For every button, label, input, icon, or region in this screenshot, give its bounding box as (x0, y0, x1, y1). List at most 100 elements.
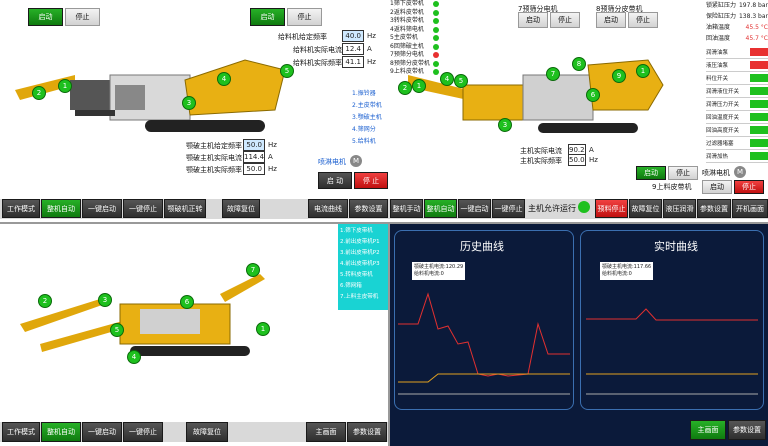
param-settings-button-4[interactable]: 参数设置 (728, 420, 766, 440)
param-label: 锁紧缸压力 (706, 2, 737, 9)
feed-set-input[interactable]: 40.0 (342, 30, 364, 42)
one-key-start-button-2[interactable]: 一键启动 (458, 199, 491, 218)
history-tooltip: 颚破主机电流:120.29 给料机电流:0 (412, 262, 466, 280)
conveyor-item: 8预筛分皮带机 (390, 59, 430, 67)
feed-set-unit: Hz (367, 32, 376, 40)
status-indicator (750, 139, 768, 147)
conveyor-status-dot (433, 52, 439, 58)
cone-crusher-machine-image (408, 59, 664, 133)
feed-freq-label: 给料机实际频率 (293, 59, 342, 67)
status-label: 润滑加热 (706, 154, 729, 160)
jaw-forward-button[interactable]: 颚破机正转 (164, 199, 206, 218)
one-key-start-button-3[interactable]: 一键启动 (82, 422, 122, 442)
pre-belt-stop-button[interactable]: 停止 (628, 12, 658, 28)
auto-button[interactable]: 整机自动 (41, 199, 81, 218)
status-label: 润滑压力开关 (706, 102, 740, 108)
conveyor-item: 1筛下皮带机 (390, 0, 424, 7)
feed-freq-value: 41.1 (342, 56, 364, 68)
one-key-stop-button-3[interactable]: 一键停止 (123, 422, 163, 442)
jaw-set-input[interactable]: 50.0 (243, 139, 265, 151)
pre-motor-stop-button[interactable]: 停止 (550, 12, 580, 28)
tooltip-line: 给料机电流:0 (414, 271, 444, 277)
crusher-stop-button[interactable]: 停止 (65, 8, 100, 26)
conveyor-status-dot (433, 69, 439, 75)
marker-5: 5 (110, 323, 124, 337)
status-row: 润滑加热 (706, 150, 768, 163)
screen-plant-panel: 1.筛下皮带机 2.前出皮带机P1 3.前出皮带机P2 4.前出皮带机P3 5.… (0, 224, 388, 446)
jaw-set-unit: Hz (268, 141, 277, 149)
fault-reset-button-3[interactable]: 故障复位 (186, 422, 228, 442)
feeder-start-button[interactable]: 启动 (250, 8, 285, 26)
marker-1: 1 (412, 79, 426, 93)
one-key-stop-button-2[interactable]: 一键停止 (492, 199, 525, 218)
param-value: 197.8 bar (738, 2, 768, 9)
current-curve-button[interactable]: 电流曲线 (308, 199, 348, 218)
conveyor-item: 6回筛破主机 (390, 42, 424, 50)
conveyor-item: 3转料皮带机 (390, 17, 424, 24)
conveyor-status-dot (433, 60, 439, 67)
status-indicator (750, 152, 768, 160)
belt9-stop-button[interactable]: 停止 (668, 166, 698, 180)
legend-item: 3.颚破主机 (352, 114, 382, 121)
legend-item: 5.给料机 (352, 138, 376, 145)
spray-stop-button[interactable]: 停 止 (354, 172, 388, 189)
tooltip-line: 颚破主机电流:117.66 (602, 264, 652, 270)
spray-start-button[interactable]: 启 动 (318, 172, 352, 189)
marker-4: 4 (440, 72, 454, 86)
param-settings-button-3[interactable]: 参数设置 (347, 422, 387, 442)
history-title: 历史曲线 (460, 240, 504, 253)
param-settings-button[interactable]: 参数设置 (349, 199, 388, 218)
status-row: 润滑油泵 (706, 46, 768, 59)
jaw-cur-label: 颚破主机实际电流 (186, 154, 242, 162)
auto-button-3[interactable]: 整机自动 (41, 422, 81, 442)
manual-button[interactable]: 整机手动 (390, 199, 423, 218)
pre-stop-button[interactable]: 预料停止 (595, 199, 628, 218)
feed-cur-unit: A (367, 45, 372, 53)
status-indicator (750, 61, 768, 69)
auto-button-2[interactable]: 整机自动 (424, 199, 457, 218)
realtime-tooltip: 颚破主机电流:117.66 给料机电流:0 (600, 262, 654, 280)
main-screen-button-4[interactable]: 主画面 (690, 420, 726, 440)
conveyor-item: 7预筛分电机 (390, 51, 424, 58)
main-screen-button-3[interactable]: 主画面 (306, 422, 346, 442)
one-key-start-button[interactable]: 一键启动 (82, 199, 122, 218)
conveyor-status-dot (433, 35, 439, 41)
pre-motor-start-button[interactable]: 启动 (518, 12, 548, 28)
status-label: 润滑液位开关 (706, 89, 740, 95)
legend-item: 5.转料皮带机 (340, 272, 373, 278)
screen-legend: 1.筛下皮带机 2.前出皮带机P1 3.前出皮带机P2 4.前出皮带机P3 5.… (338, 224, 388, 310)
one-key-stop-button[interactable]: 一键停止 (123, 199, 163, 218)
status-label: 润滑油泵 (706, 50, 729, 56)
main-cur-label: 主机实际电流 (520, 147, 562, 155)
feeder-stop-button[interactable]: 停止 (287, 8, 322, 26)
status-label: 回油高度开关 (706, 128, 740, 134)
belt9-start-button[interactable]: 启动 (636, 166, 666, 180)
crusher-start-button[interactable]: 启动 (28, 8, 63, 26)
startup-screen-button[interactable]: 开机画面 (732, 199, 768, 218)
work-mode-button[interactable]: 工作模式 (2, 199, 40, 218)
work-mode-button-3[interactable]: 工作模式 (2, 422, 40, 442)
marker-1: 1 (58, 79, 72, 93)
hydraulic-button[interactable]: 液压润滑 (663, 199, 696, 218)
fault-reset-button-2[interactable]: 故障复位 (629, 199, 662, 218)
conveyor-names: 1筛下皮带机 2返料皮带机 3转料皮带机 4返料筛电机 5主皮带机 6回筛破主机… (390, 0, 430, 77)
pre-screen-motor-label: 7预筛分电机 (518, 5, 558, 13)
conveyor-status-dot (433, 43, 439, 50)
marker-3: 3 (98, 293, 112, 307)
param-settings-button-2[interactable]: 参数设置 (697, 199, 731, 218)
spray-start-button[interactable]: 启动 (702, 180, 732, 194)
status-indicator (750, 74, 768, 82)
pre-belt-start-button[interactable]: 启动 (596, 12, 626, 28)
main-allowed-label: 主机允许运行 (528, 204, 576, 213)
marker-1b: 1 (636, 64, 650, 78)
spray-stop-button[interactable]: 停止 (734, 180, 764, 194)
marker-9: 9 (612, 69, 626, 83)
fault-reset-button[interactable]: 故障复位 (222, 199, 260, 218)
status-panel: 润滑油泵液压油泵料位开关润滑液位开关润滑压力开关回油温度开关回油高度开关过滤器堵… (706, 46, 768, 163)
conveyor-status-dot (433, 9, 439, 16)
divider-v (388, 222, 390, 446)
jaw-cur-value: 114.4 (243, 151, 265, 163)
param-value: 45.7 °C (745, 35, 768, 42)
